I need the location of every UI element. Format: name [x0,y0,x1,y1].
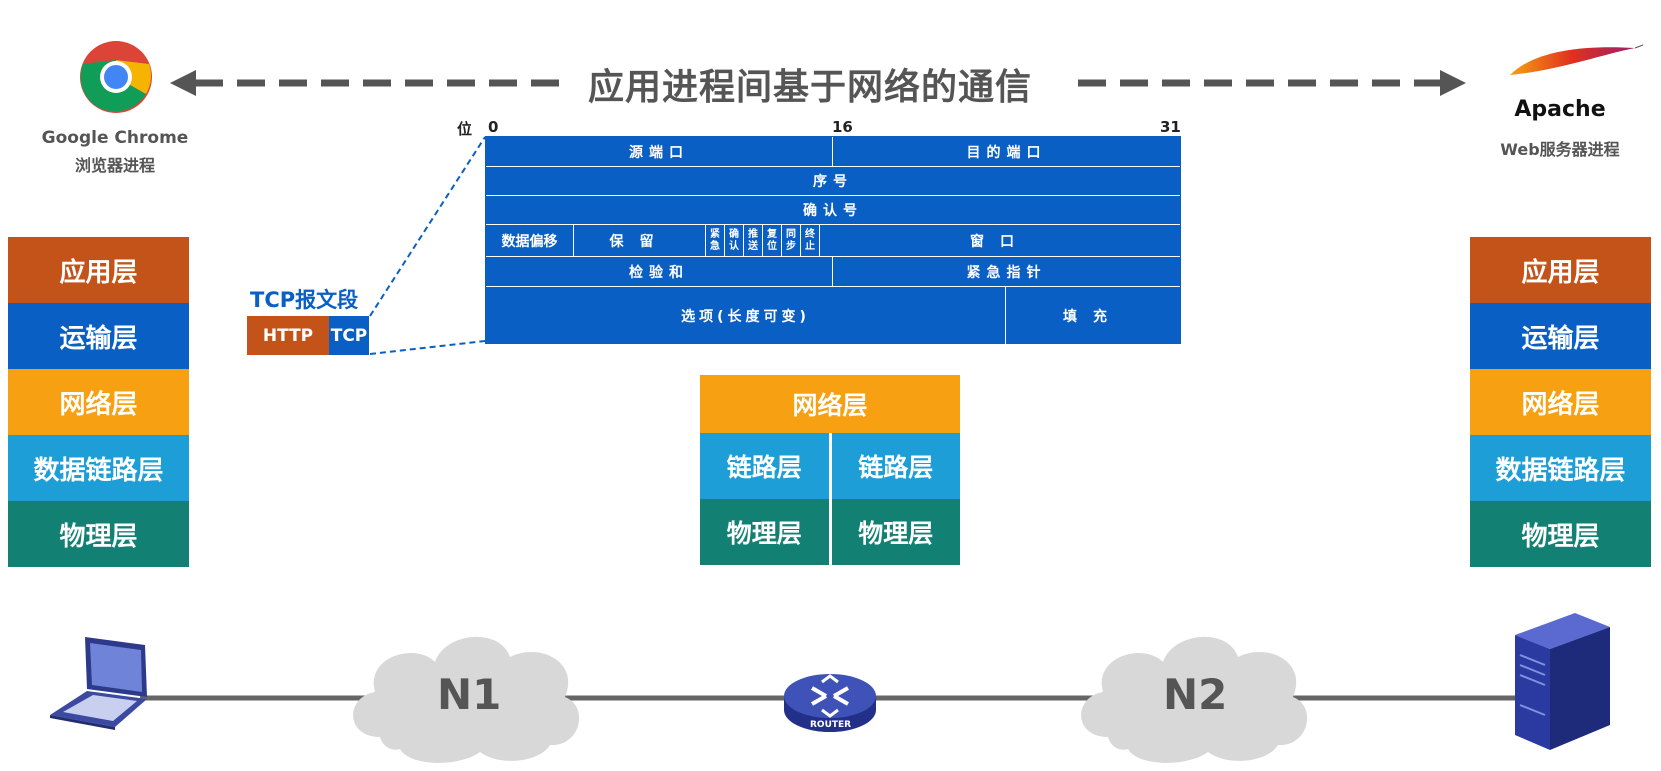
flag-rst: 复位 [763,225,782,256]
field-reserved: 保留 [574,225,706,256]
server-name: Apache [1514,97,1606,122]
layer-application: 应用层 [8,237,189,303]
client-subtitle: 浏览器进程 [74,156,155,175]
field-window: 窗口 [970,233,1030,250]
field-ack-number: 确认号 [803,203,863,219]
page-title: 应用进程间基于网络的通信 [587,67,1032,108]
bit-label: 位 [457,120,473,138]
segment-http-data: HTTP [247,316,329,355]
router-layer-physical: 物理层 [700,499,829,565]
field-source-port: 源端口 [486,137,833,166]
flag-ack: 确认 [725,225,744,256]
router-label: ROUTER [810,720,852,730]
flag-syn: 同步 [782,225,801,256]
laptop-icon [50,637,147,730]
bit-31: 31 [1160,118,1181,136]
layer-physical: 物理层 [1470,501,1651,567]
chrome-icon [80,41,152,113]
header-row: 数据偏移 保留 紧急 确认 推送 复位 同步 终止 窗口 [486,225,1180,257]
bit-16: 16 [832,118,853,136]
router-protocol-stack: 网络层 链路层 链路层 物理层 物理层 [700,375,960,565]
server-protocol-stack: 应用层 运输层 网络层 数据链路层 物理层 [1470,237,1651,567]
header-row: 检验和 紧急指针 [486,257,1180,287]
field-urgent-pointer: 紧急指针 [966,264,1047,281]
router-physical-row: 物理层 物理层 [700,499,960,565]
layer-transport: 运输层 [8,303,189,369]
field-destination-port: 目的端口 [966,144,1047,161]
cloud-n2-icon [1081,636,1308,763]
flag-fin: 终止 [801,225,820,256]
layer-application: 应用层 [1470,237,1651,303]
layer-transport: 运输层 [1470,303,1651,369]
apache-feather-icon [1510,44,1644,75]
tcp-header-format: 源端口 目的端口 序号 确认号 数据偏移 保留 紧急 确认 推送 复位 同步 终… [485,136,1181,344]
layer-network: 网络层 [1470,369,1651,435]
header-row: 选项(长度可变) 填充 [486,287,1180,344]
header-row: 源端口 目的端口 [486,137,1180,167]
router-layer-network: 网络层 [700,375,960,433]
field-padding: 填充 [1063,308,1123,325]
layer-physical: 物理层 [8,501,189,567]
network-n1-label: N1 [437,670,502,719]
router-layer-link: 链路层 [700,433,829,499]
server-subtitle: Web服务器进程 [1500,140,1620,159]
server-icon [1515,613,1610,750]
flag-psh: 推送 [744,225,763,256]
tcp-segment-label: TCP报文段 [250,288,359,312]
field-data-offset: 数据偏移 [486,225,574,256]
client-name: Google Chrome [41,128,189,148]
router-layer-physical: 物理层 [831,499,960,565]
field-sequence-number: 序号 [813,174,853,190]
router-icon [784,674,876,732]
header-row: 确认号 [486,196,1180,225]
field-options: 选项(长度可变) [486,287,1006,344]
layer-network: 网络层 [8,369,189,435]
cloud-n1-icon [353,636,580,763]
header-row: 序号 [486,167,1180,196]
flag-urg: 紧急 [706,225,725,256]
field-checksum: 检验和 [486,257,833,286]
segment-tcp-header: TCP [329,316,369,355]
layer-datalink: 数据链路层 [8,435,189,501]
bit-0: 0 [488,118,499,136]
router-link-row: 链路层 链路层 [700,433,960,499]
router-layer-link: 链路层 [831,433,960,499]
client-protocol-stack: 应用层 运输层 网络层 数据链路层 物理层 [8,237,189,567]
layer-datalink: 数据链路层 [1470,435,1651,501]
network-n2-label: N2 [1163,670,1228,719]
